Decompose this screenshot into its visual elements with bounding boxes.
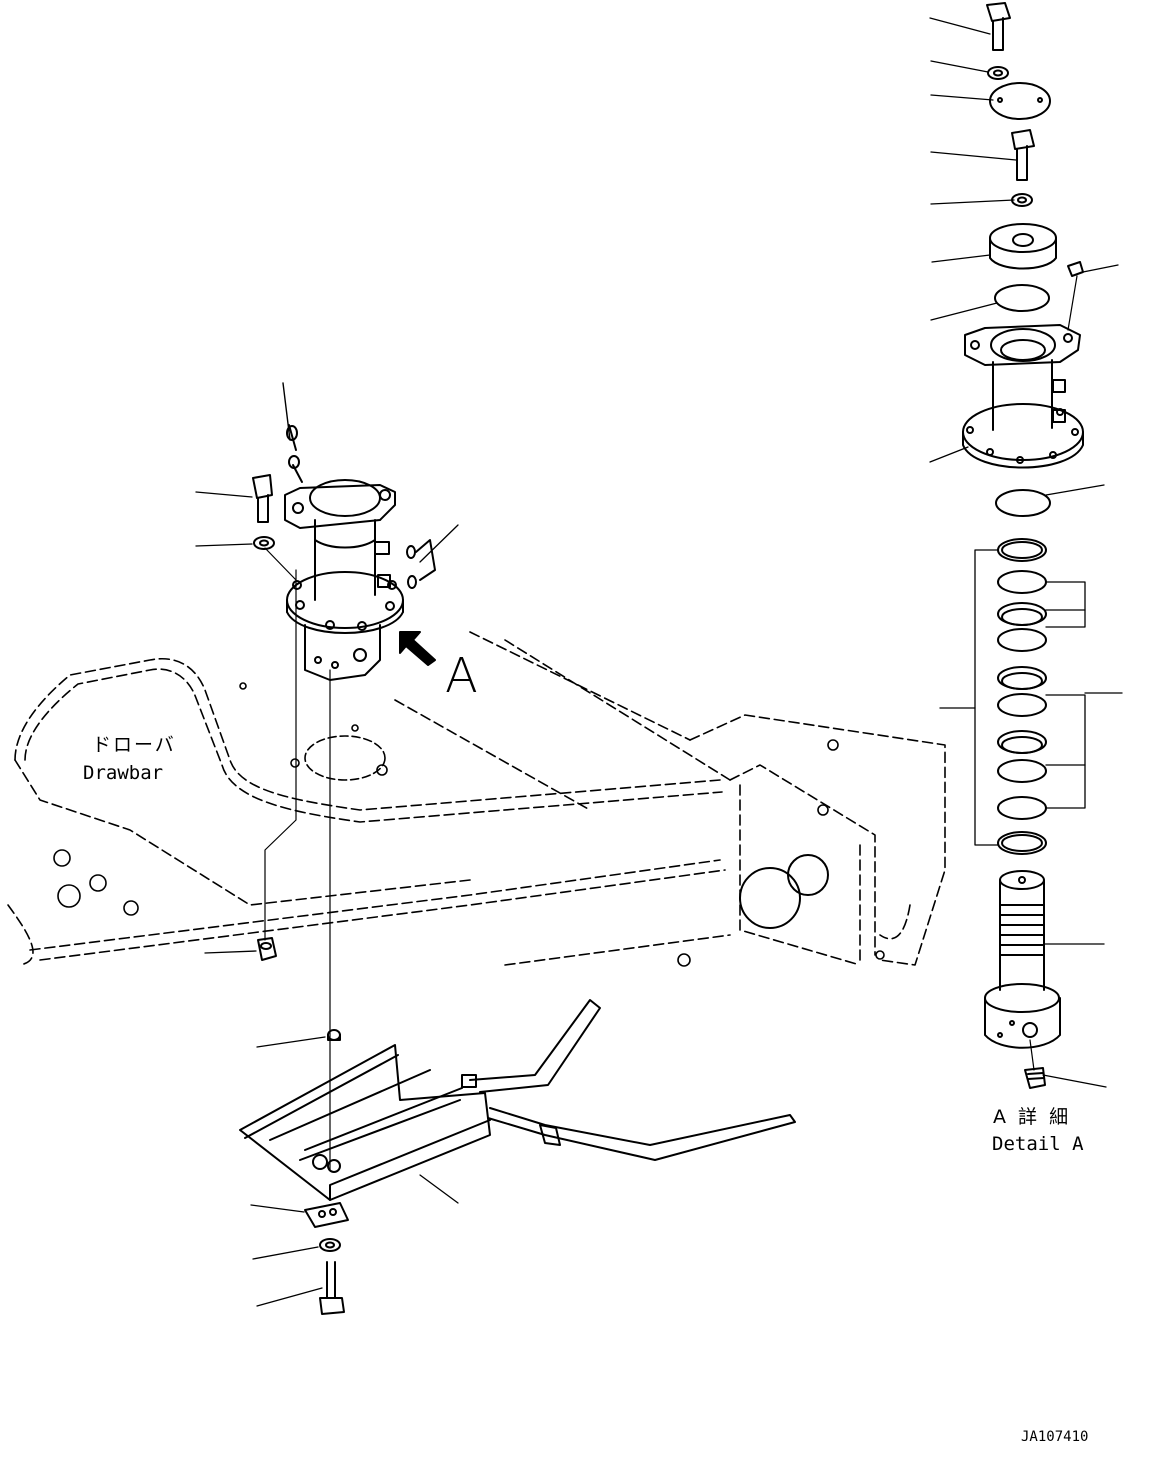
hydraulic-hoses <box>461 999 796 1161</box>
frame-holes <box>53 682 885 967</box>
tow-ball <box>739 854 829 929</box>
leader-lines-left <box>195 491 459 1307</box>
detail-a-label-en: Detail A <box>992 1133 1084 1155</box>
view-direction-arrow-icon <box>399 631 436 666</box>
drawing-number: JA107410 <box>1021 1429 1089 1445</box>
detail-a-stack <box>962 2 1084 1089</box>
drawbar-label-en: Drawbar <box>83 762 164 784</box>
view-letter-label: A <box>445 648 478 704</box>
leader-lines-right <box>929 17 1119 1088</box>
left-swivel-joint <box>282 382 436 681</box>
left-fasteners <box>252 474 349 1315</box>
detail-a-label-jp: A 詳 細 <box>993 1106 1072 1128</box>
drawbar-frame <box>7 631 946 966</box>
guard-plate <box>239 1044 491 1201</box>
drawbar-label-jp: ドローバ <box>92 734 176 756</box>
alignment-lines <box>264 547 331 1171</box>
ring-bracket-lines <box>939 549 1123 846</box>
